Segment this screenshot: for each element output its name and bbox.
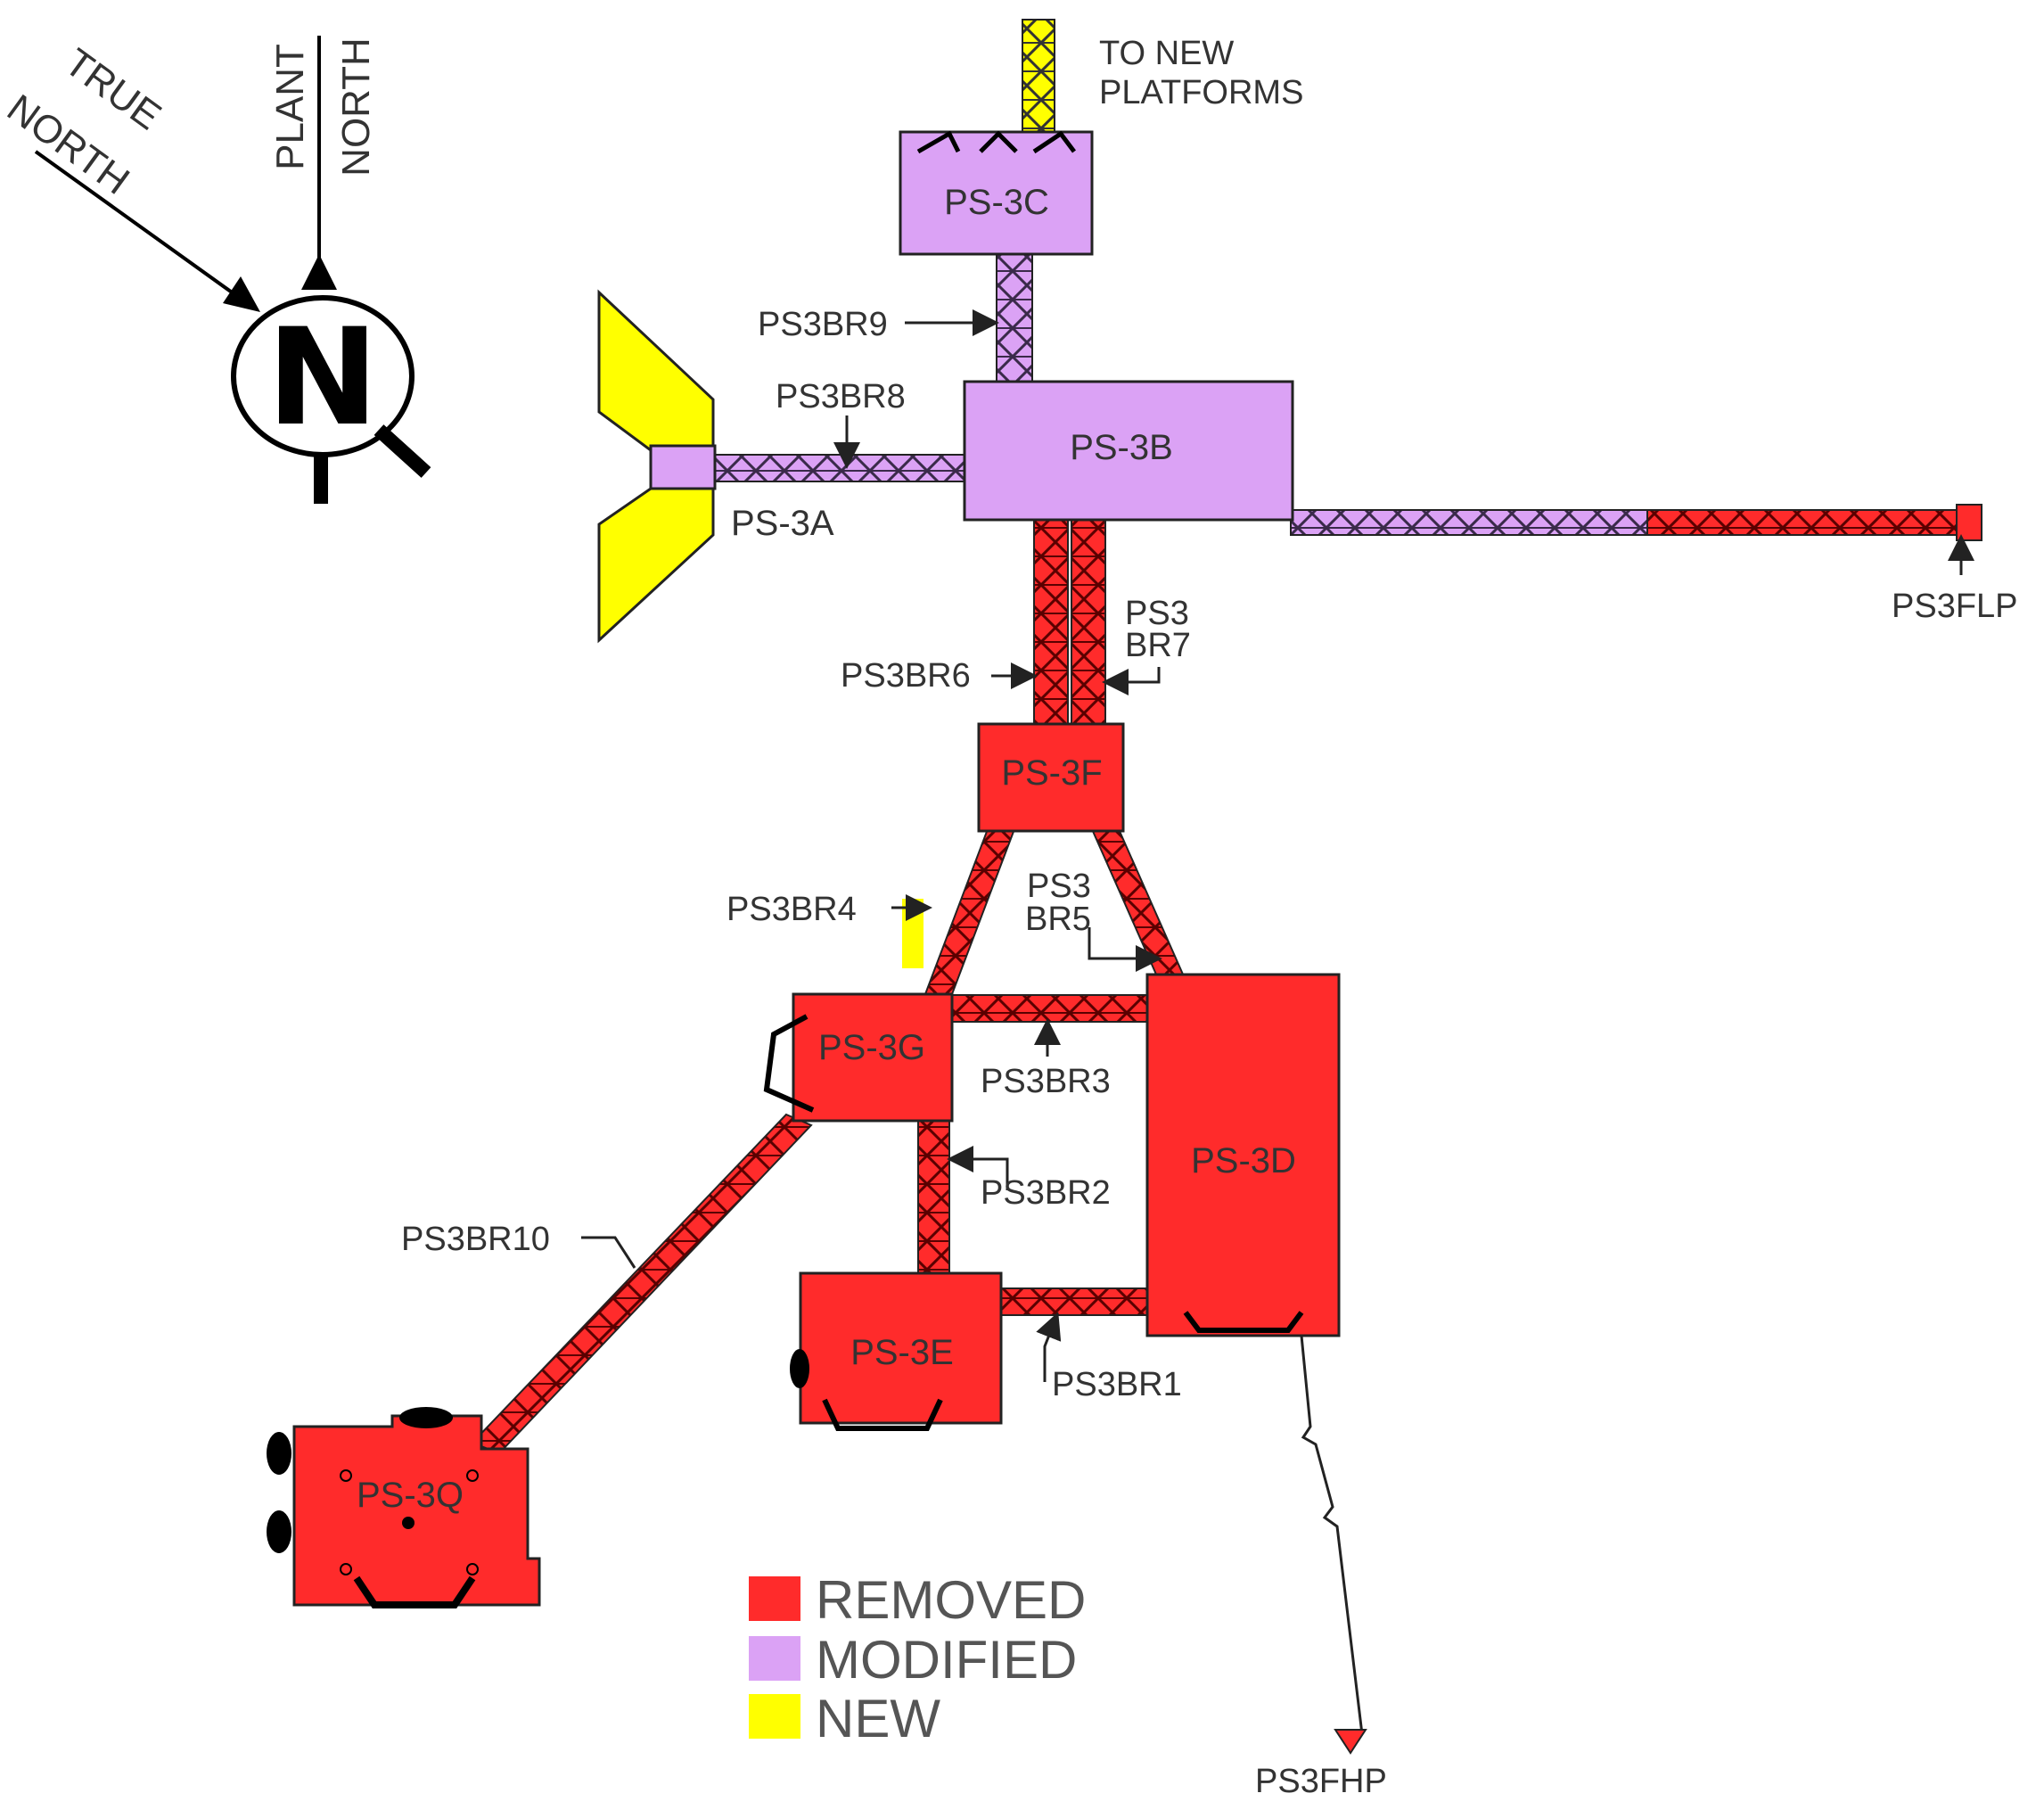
- label-ps3br8: PS3BR8: [776, 378, 906, 415]
- label-ps3br10: PS3BR10: [401, 1221, 550, 1258]
- true-north-line: [34, 150, 242, 300]
- label-to-new-1: TO NEW: [1099, 35, 1234, 72]
- plant-north-label-2: NORTH: [334, 37, 378, 177]
- label-ps3br7-1: PS3: [1125, 595, 1189, 632]
- label-ps3a: PS-3A: [731, 504, 834, 543]
- label-ps3q: PS-3Q: [357, 1476, 464, 1515]
- bridge-ps3br10: [471, 1113, 813, 1455]
- legend-swatch-modified: [749, 1636, 800, 1681]
- bridge-ps3br9: [996, 253, 1033, 384]
- label-ps3br2: PS3BR2: [981, 1174, 1111, 1212]
- platform-ps3c: PS-3C: [899, 130, 1094, 256]
- label-ps3fhp: PS3FHP: [1255, 1763, 1387, 1800]
- label-ps3br5-1: PS3: [1027, 868, 1091, 905]
- compass-north-letter: N: [267, 300, 379, 456]
- platform-ps3b: PS-3B: [963, 380, 1294, 522]
- legend-swatch-new: [749, 1694, 800, 1739]
- bridge-ps3br2: [917, 1118, 950, 1276]
- bridge-ps3br7: [1071, 518, 1106, 725]
- bridge-ps3br5: [1090, 828, 1186, 977]
- label-ps3d: PS-3D: [1191, 1141, 1296, 1180]
- label-ps3g: PS-3G: [818, 1028, 925, 1067]
- legend-label-new: NEW: [816, 1689, 940, 1748]
- platform-ps3q: PS-3Q: [267, 1407, 541, 1608]
- label-ps3e: PS-3E: [850, 1333, 954, 1372]
- bridge-east-to-flp: [1290, 504, 1982, 541]
- label-ps3br7-2: BR7: [1125, 627, 1191, 664]
- bridge-ps3br4: [923, 828, 1016, 995]
- label-ps3flp: PS3FLP: [1892, 588, 2018, 625]
- label-ps3b: PS-3B: [1070, 428, 1173, 467]
- plant-north-arrowhead: [301, 254, 337, 290]
- label-ps3br3: PS3BR3: [981, 1063, 1111, 1100]
- fhp-marker: [1334, 1729, 1367, 1755]
- plant-north-label-1: PLANT: [268, 44, 312, 170]
- label-ps3br4: PS3BR4: [726, 891, 857, 928]
- new-structure-marker: [902, 899, 923, 968]
- leader-lines: [581, 309, 1974, 1382]
- label-ps3c: PS-3C: [944, 183, 1049, 222]
- platform-ps3g: PS-3G: [763, 992, 954, 1123]
- bridge-to-new-platforms: [1022, 19, 1055, 136]
- legend-swatch-removed: [749, 1576, 800, 1621]
- legend-label-removed: REMOVED: [816, 1570, 1086, 1630]
- label-ps3f: PS-3F: [1001, 753, 1102, 793]
- fhp-line: [1300, 1335, 1367, 1755]
- legend-label-modified: MODIFIED: [816, 1630, 1077, 1690]
- label-ps3br5-2: BR5: [1025, 901, 1091, 938]
- platform-ps3e: PS-3E: [790, 1271, 1003, 1431]
- true-north-arrowhead: [223, 276, 260, 312]
- bridge-ps3br1: [999, 1287, 1148, 1316]
- label-ps3br9: PS3BR9: [758, 306, 888, 343]
- label-ps3br1: PS3BR1: [1052, 1366, 1182, 1403]
- platform-ps3d: PS-3D: [1145, 973, 1341, 1337]
- compass: N TRUE NORTH PLANT NORTH: [0, 36, 431, 504]
- label-to-new-2: PLATFORMS: [1099, 74, 1303, 111]
- legend: REMOVED MODIFIED NEW: [749, 1570, 1086, 1748]
- compass-true-south-tail: [374, 424, 431, 478]
- label-ps3br6: PS3BR6: [841, 657, 971, 695]
- platform-ps3a: PS-3A: [597, 289, 834, 644]
- platform-ps3f: PS-3F: [977, 722, 1125, 833]
- bridge-ps3br6: [1033, 518, 1069, 725]
- bridge-ps3br3: [951, 994, 1149, 1023]
- bridge-ps3br8: [712, 454, 965, 482]
